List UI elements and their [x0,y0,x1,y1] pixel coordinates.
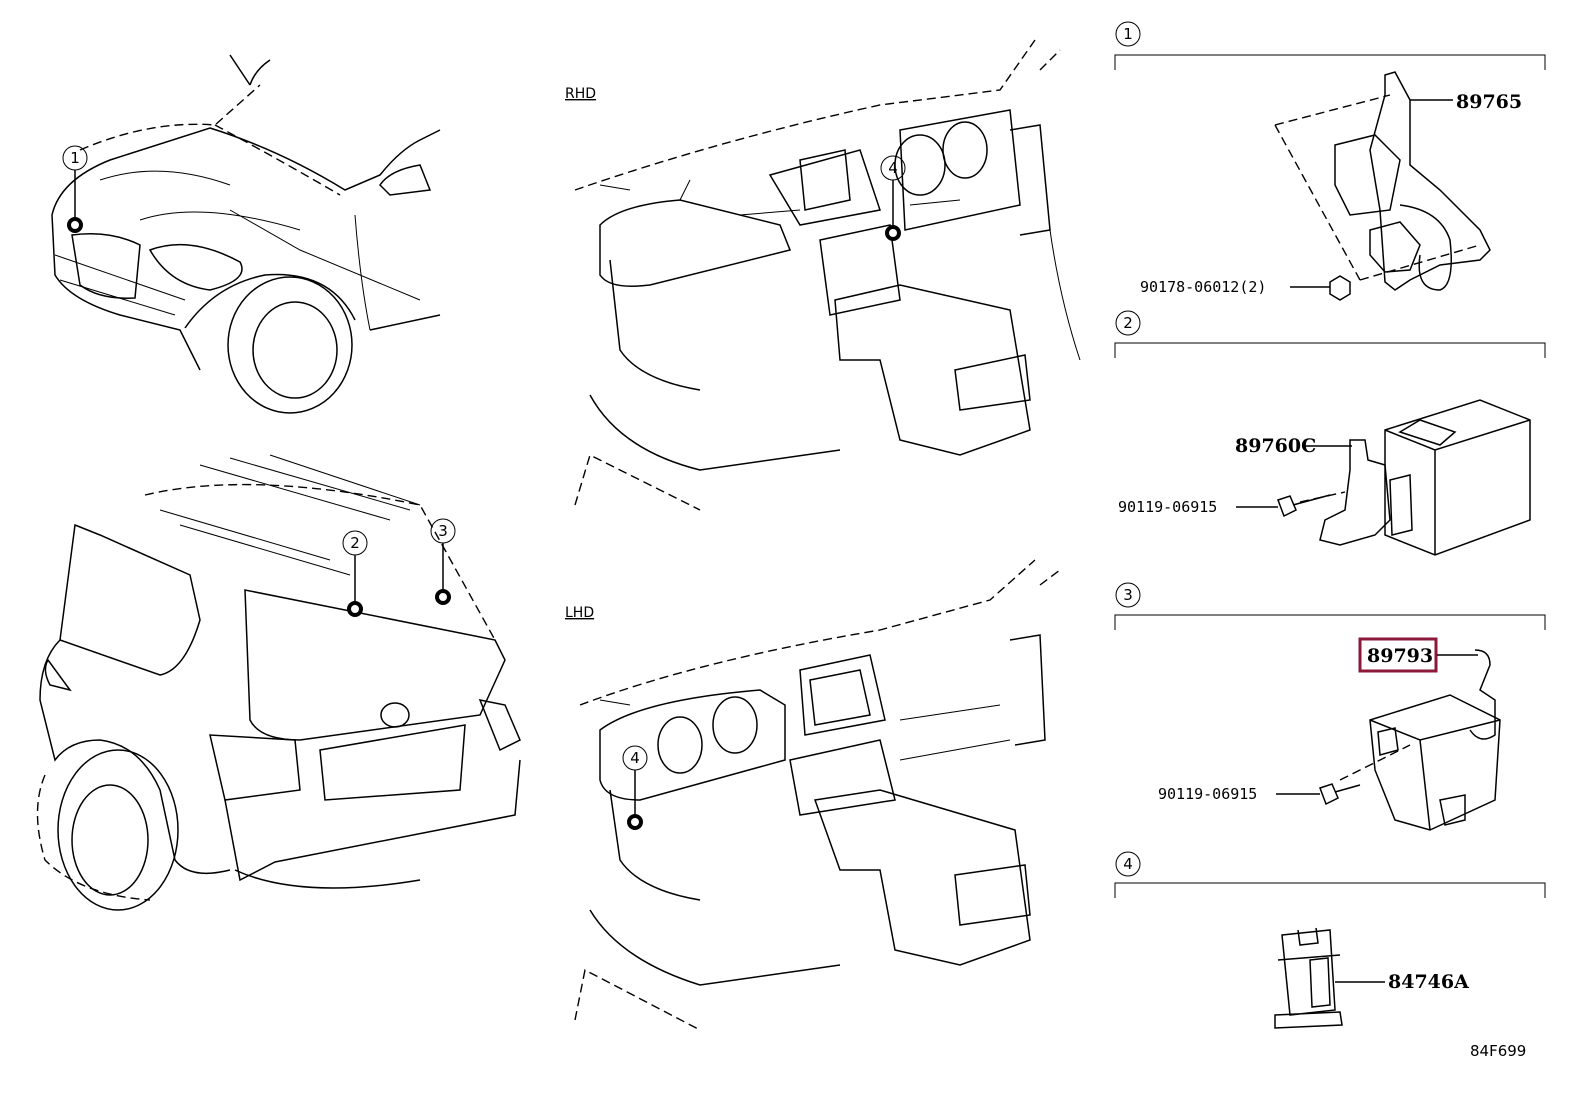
part-label-89760C[interactable]: 89760C [1235,435,1316,457]
svg-text:2: 2 [1123,314,1133,332]
lhd-label: LHD [565,605,594,621]
callout-2[interactable]: 2 [342,530,368,617]
svg-text:3: 3 [438,522,448,540]
ecu-box-drawing [1384,399,1531,556]
section-3: 3 89793 90119-06915 [1114,582,1546,831]
svg-text:4: 4 [1123,855,1133,873]
section-1-number-circle [1115,21,1141,47]
bolt-90119-06915-drawing [1277,494,1331,518]
location-callouts: 1 2 3 4 4 [62,145,906,830]
location-dot-2 [347,601,363,617]
location-dot-4-lhd [627,814,643,830]
vehicle-front-view [51,54,441,414]
location-dot-3 [435,589,451,605]
vehicle-rear-view [36,454,521,911]
section-4-number-circle [1115,851,1141,877]
switch-84746A-drawing [1274,929,1343,1029]
svg-text:3: 3 [1123,586,1133,604]
bolt-90119-06915-s3-drawing [1319,783,1361,806]
svg-text:2: 2 [350,534,360,552]
callout-1[interactable]: 1 [62,145,88,233]
bracket-89765-drawing [1369,71,1491,291]
section-1: 1 89765 90178-06012(2) [1114,21,1546,301]
callout-4-rhd[interactable]: 4 [880,155,906,241]
svg-text:4: 4 [888,159,898,177]
callout-4-lhd[interactable]: 4 [622,745,648,830]
rhd-dashboard-view: RHD [565,39,1081,511]
part-label-90178-06012[interactable]: 90178-06012(2) [1140,278,1266,296]
location-dot-1 [67,217,83,233]
section-2: 2 89760C 90119-06915 [1114,310,1546,556]
svg-text:1: 1 [1123,25,1133,43]
highlight-box-89793 [1358,637,1438,673]
callout-3[interactable]: 3 [430,518,456,605]
section-4-bracket [1114,882,1546,898]
rhd-label: RHD [565,86,596,102]
module-89793-drawing [1369,694,1501,831]
part-label-90119-06915-s2[interactable]: 90119-06915 [1118,498,1217,516]
section-3-number-circle [1115,582,1141,608]
diagram-code: 84F699 [1470,1042,1526,1060]
svg-text:4: 4 [630,749,640,767]
location-dot-4-rhd [885,225,901,241]
section-1-bracket [1114,54,1546,70]
part-label-90119-06915-s3[interactable]: 90119-06915 [1158,785,1257,803]
part-label-89765[interactable]: 89765 [1456,91,1522,113]
part-label-89793[interactable]: 89793 [1367,645,1433,667]
section-2-bracket [1114,342,1546,358]
svg-text:1: 1 [70,149,80,167]
part-label-84746A[interactable]: 84746A [1388,971,1469,993]
section-3-bracket [1114,614,1546,630]
section-2-number-circle [1115,310,1141,336]
lhd-dashboard-view: LHD [565,559,1061,1031]
nut-90178-06012-drawing [1329,275,1351,301]
section-4: 4 84746A [1114,851,1546,1029]
bracket-89760C-drawing [1319,439,1391,546]
